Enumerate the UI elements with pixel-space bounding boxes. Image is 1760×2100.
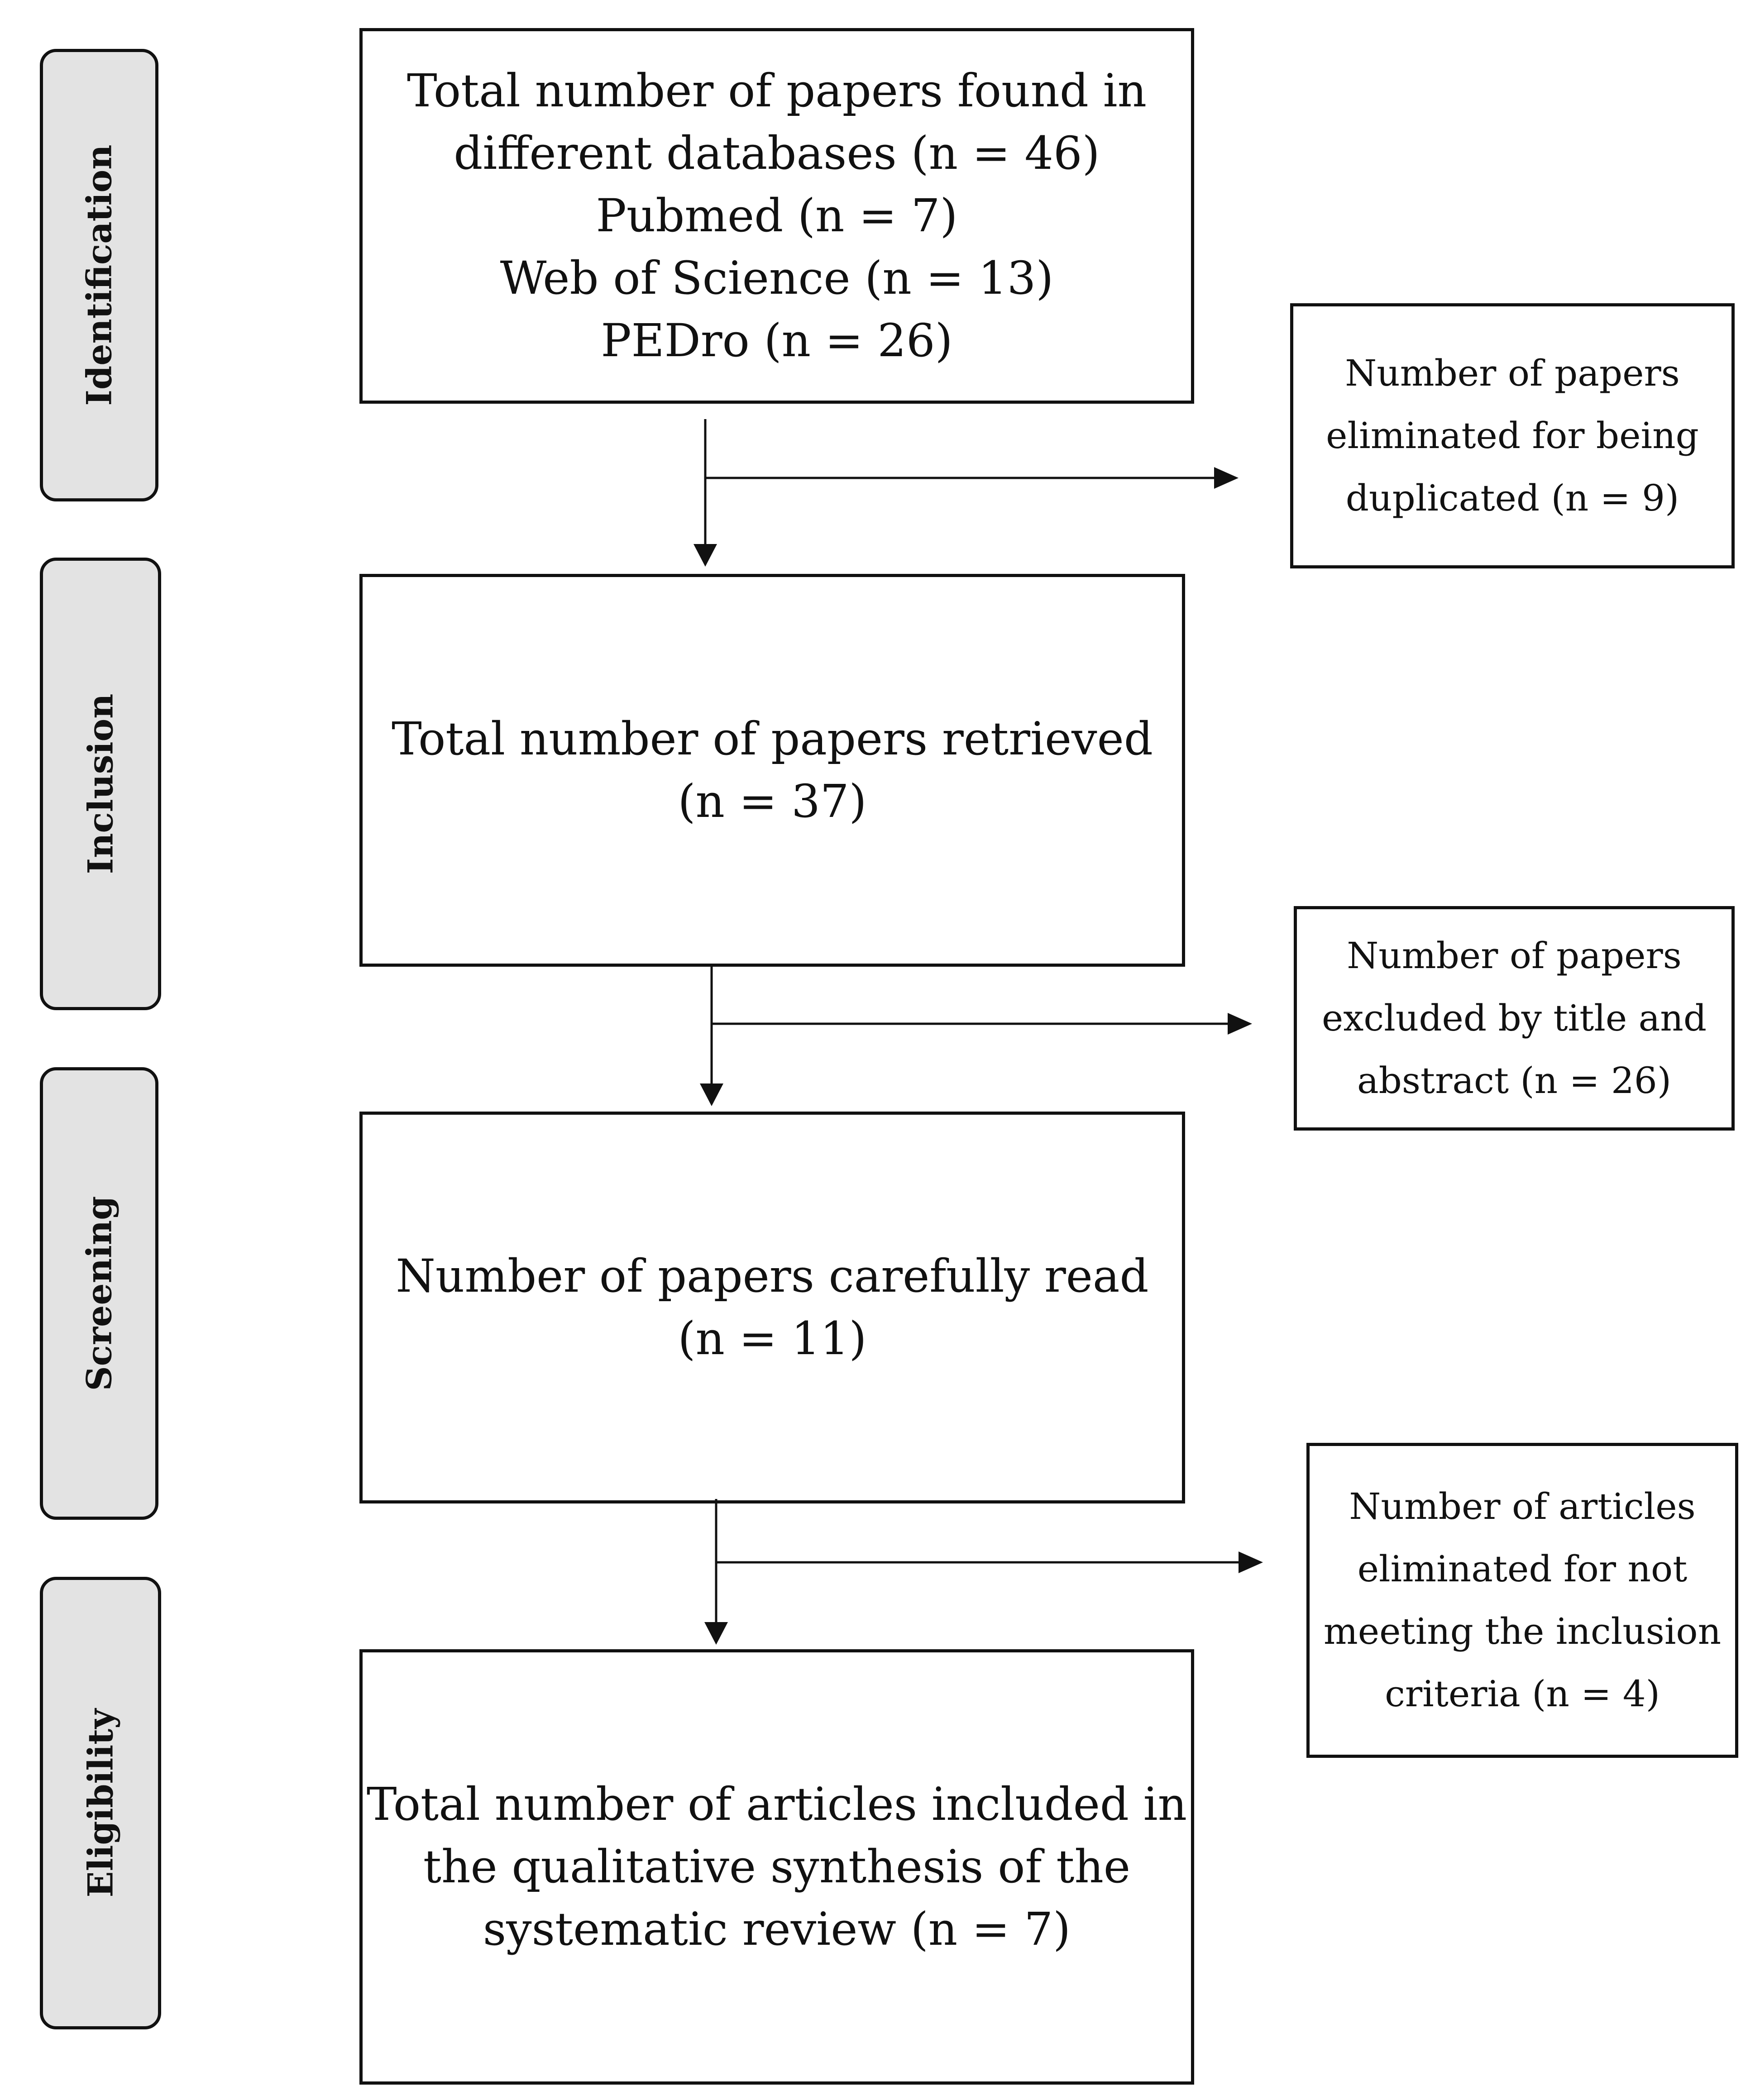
read-box: Number of papers carefully read (n = 11) <box>359 1112 1185 1503</box>
box-line: Number of articles <box>1349 1485 1696 1527</box>
box-line: Number of papers <box>1347 935 1682 977</box>
title-abstract-box: Number of papers excluded by title and a… <box>1294 906 1735 1131</box>
box-line: different databases (n = 46) <box>454 127 1100 180</box>
arrowhead-down-3 <box>704 1622 728 1645</box>
box-line: Web of Science (n = 13) <box>500 252 1054 305</box>
identification-box: Total number of papers found in differen… <box>359 28 1194 404</box>
arrowhead-right-2 <box>1228 1013 1252 1035</box>
arrowhead-down-1 <box>693 544 717 567</box>
arrowhead-down-2 <box>700 1083 723 1106</box>
box-line: duplicated (n = 9) <box>1345 477 1679 519</box>
arrowhead-right-1 <box>1214 467 1239 489</box>
box-line: eliminated for not <box>1357 1548 1688 1590</box>
box-line: Number of papers <box>1345 352 1680 394</box>
box-line: Pubmed (n = 7) <box>596 189 958 242</box>
criteria-box: Number of articles eliminated for not me… <box>1306 1443 1738 1758</box>
box-line: the qualitative synthesis of the <box>423 1840 1131 1893</box>
box-line: abstract (n = 26) <box>1357 1060 1672 1102</box>
retrieved-box: Total number of papers retrieved (n = 37… <box>359 574 1185 967</box>
box-line: PEDro (n = 26) <box>601 314 953 367</box>
box-line: Total number of articles included in <box>366 1778 1187 1831</box>
stage-inclusion: Inclusion <box>40 558 161 1010</box>
box-line: Total number of papers found in <box>407 64 1147 117</box>
box-line: (n = 37) <box>678 775 867 828</box>
box-line: criteria (n = 4) <box>1385 1673 1660 1715</box>
stage-identification: Identification <box>40 49 158 501</box>
box-line: eliminated for being <box>1326 415 1699 457</box>
box-line: systematic review (n = 7) <box>483 1903 1071 1956</box>
arrowhead-right-3 <box>1239 1551 1263 1573</box>
duplicates-box: Number of papers eliminated for being du… <box>1290 303 1735 568</box>
box-line: Number of papers carefully read <box>396 1250 1149 1303</box>
box-line: excluded by title and <box>1321 997 1707 1039</box>
stage-eligibility: Eligibility <box>40 1577 161 2029</box>
stage-screening: Screening <box>40 1067 158 1520</box>
box-line: meeting the inclusion <box>1323 1610 1722 1652</box>
box-line: Total number of papers retrieved <box>392 712 1153 765</box>
included-box: Total number of articles included in the… <box>359 1649 1194 2085</box>
box-line: (n = 11) <box>678 1312 867 1365</box>
